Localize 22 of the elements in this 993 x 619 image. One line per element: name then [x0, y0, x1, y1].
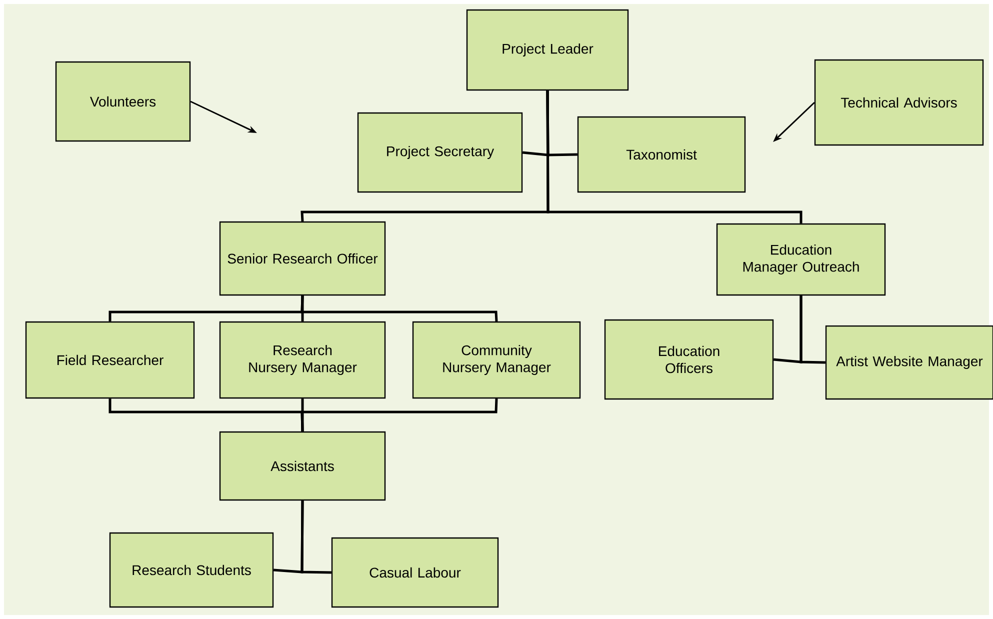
org-box: Assistants [219, 431, 386, 501]
connector-line [300, 500, 332, 574]
connector-line [300, 296, 498, 322]
connector-line [301, 296, 304, 322]
org-box: Research Students [109, 532, 274, 608]
org-box: Project Secretary [357, 112, 523, 193]
org-box: Casual Labour [331, 537, 499, 608]
connector-line [800, 296, 826, 364]
org-box: Project Leader [466, 9, 629, 91]
org-box: Community Nursery Manager [412, 321, 581, 399]
org-box: Research Nursery Manager [219, 321, 386, 399]
connector-line [300, 398, 498, 432]
org-box: Education Officers [604, 319, 774, 400]
org-box: Taxonomist [577, 116, 746, 193]
org-box: Senior Research Officer [219, 221, 386, 296]
connector-line [546, 90, 802, 224]
org-box: Volunteers [55, 61, 191, 142]
connector-line [301, 398, 304, 432]
org-box: Technical Advisors [814, 59, 984, 146]
org-box: Field Researcher [25, 321, 195, 399]
org-box: Education Manager Outreach [716, 223, 886, 296]
org-box: Artist Website Manager [825, 325, 993, 400]
